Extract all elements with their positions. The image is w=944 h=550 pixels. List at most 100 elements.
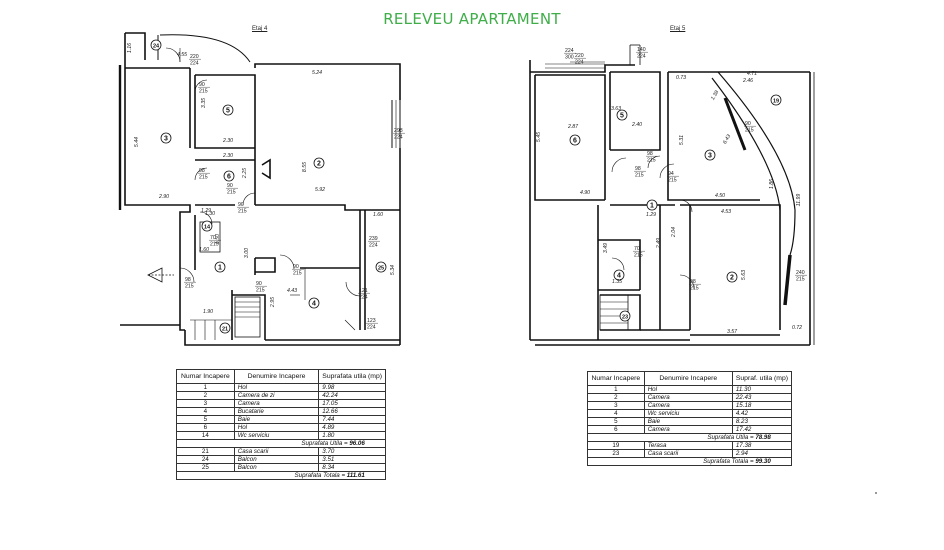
table-cell: 17.38 (731, 441, 793, 450)
table-header-row: Numar Incapere Denumire Incapere Supraf.… (587, 371, 793, 386)
table-cell: Hol (643, 385, 733, 394)
floor5-dimension-label: 4.90 (580, 190, 590, 196)
svg-text:3: 3 (164, 135, 168, 142)
table-cell: 3.51 (318, 455, 386, 464)
floor4-dimension-label: 5.44 (134, 137, 140, 147)
sum-value: 99.30 (755, 458, 771, 465)
table-cell: Camera de zi (233, 391, 320, 400)
table-cell: 11.30 (731, 385, 793, 394)
table-cell: Baie (233, 415, 320, 424)
table-cell: Camera (643, 393, 733, 402)
svg-text:90: 90 (256, 281, 262, 287)
floor4-area-table: Numar Incapere Denumire Incapere Suprafa… (176, 369, 386, 480)
table-cell: 4 (587, 409, 645, 418)
svg-text:90: 90 (293, 264, 299, 270)
room-marker-23: 23 (619, 310, 631, 322)
entrance-arrow-icon (147, 267, 163, 283)
svg-text:215: 215 (199, 175, 208, 181)
svg-text:215: 215 (668, 178, 677, 184)
table-cell: Camera (643, 425, 733, 434)
svg-text:1: 1 (650, 202, 654, 209)
svg-text:300: 300 (565, 55, 574, 61)
svg-text:6: 6 (227, 173, 231, 180)
table-cell: 4.42 (731, 409, 793, 418)
column-header: Suprafata utila (mp) (318, 369, 386, 384)
floor4-dimension-label: 4.55 (177, 52, 187, 58)
room-marker-19: 19 (770, 94, 782, 106)
svg-text:220: 220 (190, 54, 199, 60)
svg-text:4: 4 (312, 300, 316, 307)
floor5-dimension-label: 3.57 (727, 329, 738, 335)
floor5-dimension-label: 4.50 (715, 193, 725, 199)
table-cell: 7.44 (318, 415, 386, 424)
floor5-dimension-label: 6.43 (722, 134, 732, 146)
room-marker-3: 3 (704, 149, 716, 161)
svg-text:2: 2 (317, 160, 321, 167)
table-cell: 5 (176, 415, 235, 424)
svg-text:98: 98 (690, 279, 696, 285)
table-cell: 17.42 (731, 425, 793, 434)
svg-text:215: 215 (293, 271, 302, 277)
svg-text:215: 215 (634, 253, 643, 259)
floor5-dimension-label: 2.46 (742, 78, 753, 84)
table-header-row: Numar Incapere Denumire Incapere Suprafa… (176, 369, 386, 384)
svg-text:239: 239 (369, 236, 378, 242)
room-marker-2: 2 (726, 271, 738, 283)
floor4-dimension-label: 1.16 (127, 43, 133, 53)
svg-text:70: 70 (634, 246, 640, 252)
floor4-dimension-label: 1.50 (215, 234, 221, 244)
floor4-label: Etaj 4 (252, 26, 268, 32)
room-marker-5: 5 (616, 109, 628, 121)
svg-text:298: 298 (394, 128, 403, 134)
floor5-dimension-label: 5.63 (741, 270, 747, 280)
table-cell: 19 (587, 441, 645, 450)
svg-text:4: 4 (617, 272, 621, 279)
svg-text:215: 215 (745, 128, 754, 134)
table-cell: Balcon (233, 463, 320, 472)
floor4-dimension-label: 2.90 (158, 194, 169, 200)
floor5-dimension-label: 4.71 (747, 71, 757, 77)
svg-text:2: 2 (730, 274, 734, 281)
table-cell: 42.24 (318, 391, 386, 400)
floor4-dimension-label: 1.60 (199, 247, 209, 253)
svg-text:23: 23 (622, 314, 628, 320)
room-marker-2: 2 (313, 157, 325, 169)
floor5-dimension-label: 11.99 (796, 194, 802, 207)
floor4-walls (118, 32, 401, 346)
svg-text:224: 224 (565, 48, 574, 54)
svg-text:224: 224 (359, 295, 368, 301)
room-marker-4: 4 (308, 297, 320, 309)
table-cell: Terasa (643, 441, 733, 450)
table-cell: Balcon (233, 455, 320, 464)
svg-text:19: 19 (773, 98, 779, 104)
svg-text:94: 94 (668, 171, 674, 177)
svg-text:215: 215 (635, 173, 644, 179)
svg-text:24: 24 (153, 43, 160, 49)
svg-text:1: 1 (218, 264, 222, 271)
sum-value: 78.98 (755, 434, 771, 441)
table-cell: Casa scarii (643, 449, 733, 458)
table-cell: 3 (176, 399, 235, 408)
floor4-dimension-label: 1.90 (203, 309, 213, 315)
table-cell: Wc serviciu (233, 431, 320, 440)
table-cell: 23 (587, 449, 645, 458)
floor5-dimension-label: 5.45 (536, 132, 542, 142)
svg-text:215: 215 (690, 286, 699, 292)
